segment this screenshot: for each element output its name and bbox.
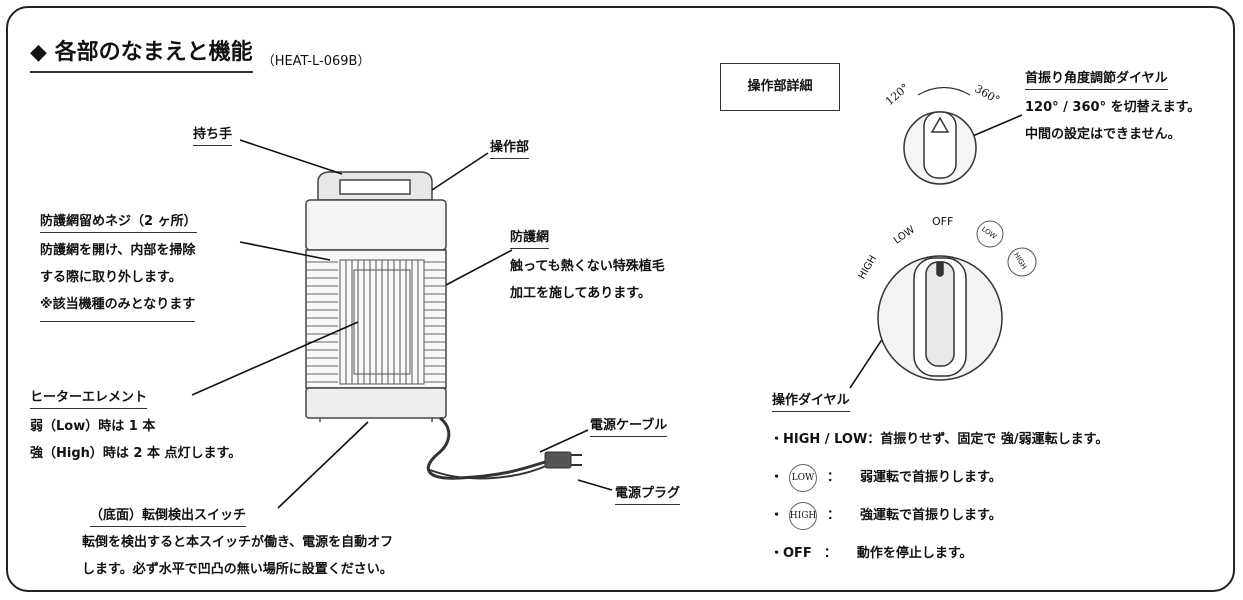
label-tip-switch: （底面）転倒検出スイッチ <box>90 504 247 527</box>
heater-callout: ヒーターエレメント 弱（Low）時は 1 本 強（High）時は 2 本 点灯し… <box>30 386 241 467</box>
separator: ： <box>827 470 841 485</box>
separator: ： <box>827 508 841 523</box>
label-op-dial: 操作ダイヤル <box>772 389 850 412</box>
swing-dial-illustration <box>903 111 977 185</box>
tip-switch-callout: （底面）転倒検出スイッチ 転倒を検出すると本スイッチが働き、電源を自動オフ しま… <box>82 504 393 583</box>
model-number: （HEAT-L-069B） <box>261 54 371 69</box>
heater-line-2: 強（High）時は 2 本 点灯します。 <box>30 446 242 461</box>
op-dial-row-fixed: ・HIGH / LOW：首振りせず、固定で 強/弱運転します。 <box>770 425 1108 455</box>
op-dial-row-low-swing: ・ LOW ： 弱運転で首振りします。 <box>770 463 1108 493</box>
label-control-panel: 操作部 <box>490 136 530 159</box>
op-dial-row-fixed-text: ・HIGH / LOW：首振りせず、固定で 強/弱運転します。 <box>770 432 1109 447</box>
label-guard-screw: 防護網留めネジ（2 ヶ所） <box>40 210 197 233</box>
op-dial-row-off-text: 動作を停止します。 <box>856 546 973 561</box>
swing-dial-line-1: 120° / 360° を切替えます。 <box>1025 100 1201 115</box>
page-title: ◆ 各部のなまえと機能 <box>30 34 253 73</box>
guard-screw-line-2: する際に取り外します。 <box>40 270 182 285</box>
dial-mark-off: OFF <box>932 215 954 228</box>
op-dial-row-off: ・OFF ： 動作を停止します。 <box>770 539 1108 569</box>
label-guard: 防護網 <box>510 226 550 249</box>
label-power-plug: 電源プラグ <box>615 482 681 505</box>
guard-screw-note: ※該当機種のみとなります <box>40 291 196 322</box>
op-dial-row-high-swing-text: 強運転で首振りします。 <box>860 508 1002 523</box>
tip-switch-line-2: します。必ず水平で凹凸の無い場所に設置ください。 <box>82 562 393 577</box>
guard-screw-callout: 防護網留めネジ（2 ヶ所） 防護網を開け、内部を掃除 する際に取り外します。 ※… <box>40 210 197 322</box>
low-swing-icon: LOW <box>789 464 818 492</box>
operation-detail-label: 操作部詳細 <box>720 63 840 111</box>
tip-switch-line-1: 転倒を検出すると本スイッチが働き、電源を自動オフ <box>82 535 394 550</box>
guard-line-2: 加工を施してあります。 <box>510 286 651 301</box>
swing-dial-line-2: 中間の設定はできません。 <box>1025 127 1181 142</box>
label-power-cable: 電源ケーブル <box>590 414 668 437</box>
guard-line-1: 触っても熱くない特殊植毛 <box>510 259 665 274</box>
plug-icon <box>544 451 582 469</box>
op-dial-row-high-swing: ・ HIGH ： 強運転で首振りします。 <box>770 501 1108 531</box>
bullet: ・ <box>770 470 784 485</box>
guard-screw-line-1: 防護網を開け、内部を掃除 <box>40 243 196 258</box>
high-swing-icon: HIGH <box>789 502 818 530</box>
guard-callout: 防護網 触っても熱くない特殊植毛 加工を施してあります。 <box>510 226 665 307</box>
separator: ： <box>823 546 837 561</box>
label-handle: 持ち手 <box>193 123 233 146</box>
op-dial-description: ・HIGH / LOW：首振りせず、固定で 強/弱運転します。 ・ LOW ： … <box>770 425 1108 569</box>
swing-dial-callout: 首振り角度調節ダイヤル 120° / 360° を切替えます。 中間の設定はでき… <box>1025 67 1200 148</box>
op-dial-row-low-swing-text: 弱運転で首振りします。 <box>860 470 1002 485</box>
border-frame <box>6 6 1235 592</box>
label-swing-dial: 首振り角度調節ダイヤル <box>1025 67 1168 90</box>
heater-illustration <box>305 171 447 422</box>
bullet-off: ・OFF <box>770 546 812 561</box>
header: ◆ 各部のなまえと機能 （HEAT-L-069B） <box>30 34 370 73</box>
bullet: ・ <box>770 508 784 523</box>
heater-line-1: 弱（Low）時は 1 本 <box>30 419 156 434</box>
label-heater-element: ヒーターエレメント <box>30 386 148 409</box>
op-dial-illustration <box>877 255 1003 381</box>
